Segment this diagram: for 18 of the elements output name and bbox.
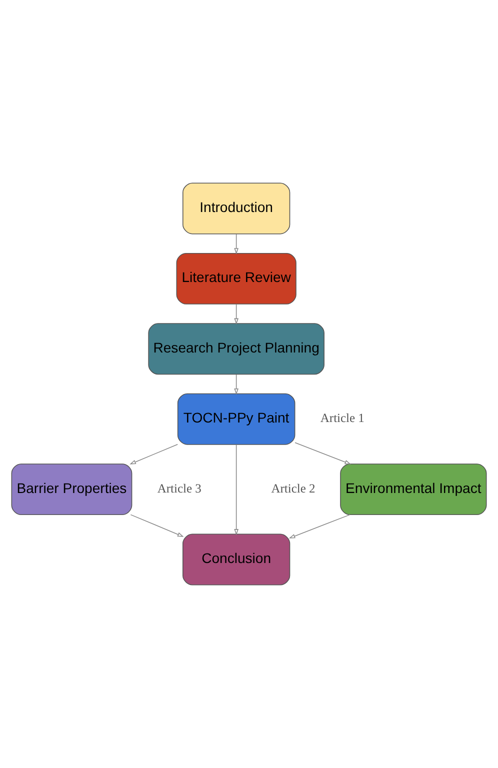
node-label: Article 3 [157,481,202,496]
arrow [234,304,238,325]
node-box: TOCN-PPy Paint [177,393,296,445]
node-label: Article 1 [320,411,364,426]
arrow [234,234,238,254]
arrow [288,514,350,538]
node-box: Environmental Impact [340,464,487,516]
arrow [130,514,184,537]
arrow [294,442,352,464]
node-label: Article 2 [271,481,316,496]
node-box: Research Project Planning [148,323,324,375]
node-box: Barrier Properties [11,464,132,516]
node-box: Conclusion [182,534,290,586]
node-box: Literature Review [176,252,296,304]
arrow [234,374,238,395]
node-box: Introduction [182,182,290,234]
arrow [234,444,238,536]
arrow [130,444,178,464]
